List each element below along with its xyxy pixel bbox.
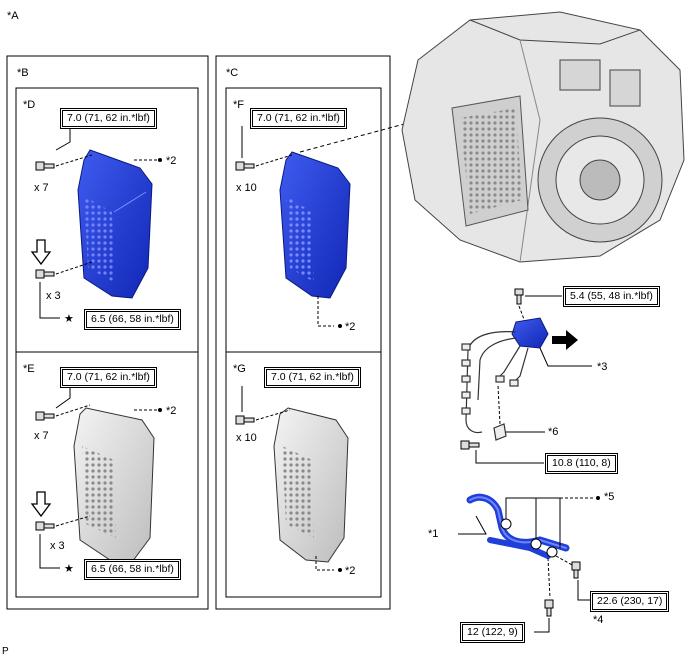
bolt-icon-d-top (35, 161, 55, 171)
link-line (299, 104, 476, 153)
dot-icon-pipe (596, 496, 600, 500)
arrow-left-icon (552, 330, 578, 350)
bolt-qty-d: x 7 (34, 182, 49, 194)
bolt-icon-e-top (35, 411, 55, 421)
bolt-qty-g: x 10 (236, 432, 257, 444)
bolt-icon-e-lower (35, 521, 55, 531)
panel-e-frame (15, 351, 199, 598)
callout-5: *5 (604, 491, 615, 503)
arrow-down-icon-d (30, 239, 52, 266)
torque-box-f: 7.0 (71, 62 in.*lbf) (250, 108, 347, 129)
callout-2-e: *2 (166, 405, 177, 417)
bolt-qty-e: x 7 (34, 430, 49, 442)
callout-2-g: *2 (345, 565, 356, 577)
panel-c-frame (215, 55, 391, 610)
dot-icon-e (158, 408, 162, 412)
oil-pan-blue-f (279, 151, 351, 299)
panel-label-b: *B (17, 67, 29, 79)
torque-box-pipe-b: 12 (122, 9) (460, 622, 525, 643)
torque-box-d-top: 7.0 (71, 62 in.*lbf) (60, 108, 157, 129)
star-icon-d: ★ (64, 312, 74, 325)
transmission-assembly (401, 11, 685, 263)
torque-box-e-top: 7.0 (71, 62 in.*lbf) (60, 367, 157, 388)
gasket-qty-e: x 3 (50, 540, 65, 552)
callout-1: *1 (428, 528, 439, 540)
oil-pan-silver-e (73, 407, 155, 563)
footer-code: P (2, 646, 9, 657)
torque-box-sensor: 5.4 (55, 48 in.*lbf) (563, 286, 660, 307)
panel-label-e: *E (23, 363, 35, 375)
callout-2-d: *2 (166, 155, 177, 167)
bolt-icon-d-lower (35, 269, 55, 279)
shift-sensor-blue (511, 317, 549, 349)
bolt-icon-harness (460, 440, 480, 450)
gasket-qty-d: x 3 (46, 290, 61, 302)
bolt-qty-f: x 10 (236, 182, 257, 194)
torque-box-harness: 10.8 (110, 8) (545, 453, 618, 474)
callout-6: *6 (548, 426, 559, 438)
arrow-down-icon-e (30, 491, 52, 518)
oil-pan-silver-g (273, 407, 349, 563)
dot-icon-g (338, 568, 342, 572)
panel-label-d: *D (23, 99, 36, 111)
bolt-icon-pipe-a (571, 561, 581, 579)
torque-box-pipe-a: 22.6 (230, 17) (590, 591, 670, 612)
bolt-icon-pipe-b (544, 599, 554, 617)
torque-box-d-star: 6.5 (66, 58 in.*lbf) (84, 309, 181, 330)
torque-box-e-star: 6.5 (66, 58 in.*lbf) (84, 559, 181, 580)
panel-label-g: *G (233, 363, 246, 375)
oil-pan-blue-d (77, 149, 153, 299)
wire-harness (461, 331, 529, 441)
callout-3: *3 (597, 361, 608, 373)
bolt-icon-f (235, 161, 255, 171)
figure-label-a: *A (7, 10, 19, 22)
bolt-icon-sensor (514, 288, 524, 305)
dot-icon-d (158, 158, 162, 162)
bolt-icon-g (235, 415, 255, 425)
panel-b-frame (6, 55, 209, 610)
callout-4: *4 (593, 614, 604, 626)
panel-g-frame (225, 351, 382, 598)
panel-label-c: *C (226, 67, 239, 79)
torque-box-g: 7.0 (71, 62 in.*lbf) (264, 367, 361, 388)
star-icon-e: ★ (64, 562, 74, 575)
dot-icon-f (338, 324, 342, 328)
oil-pipe-blue (466, 493, 570, 559)
panel-label-f: *F (233, 99, 244, 111)
callout-2-f: *2 (345, 321, 356, 333)
